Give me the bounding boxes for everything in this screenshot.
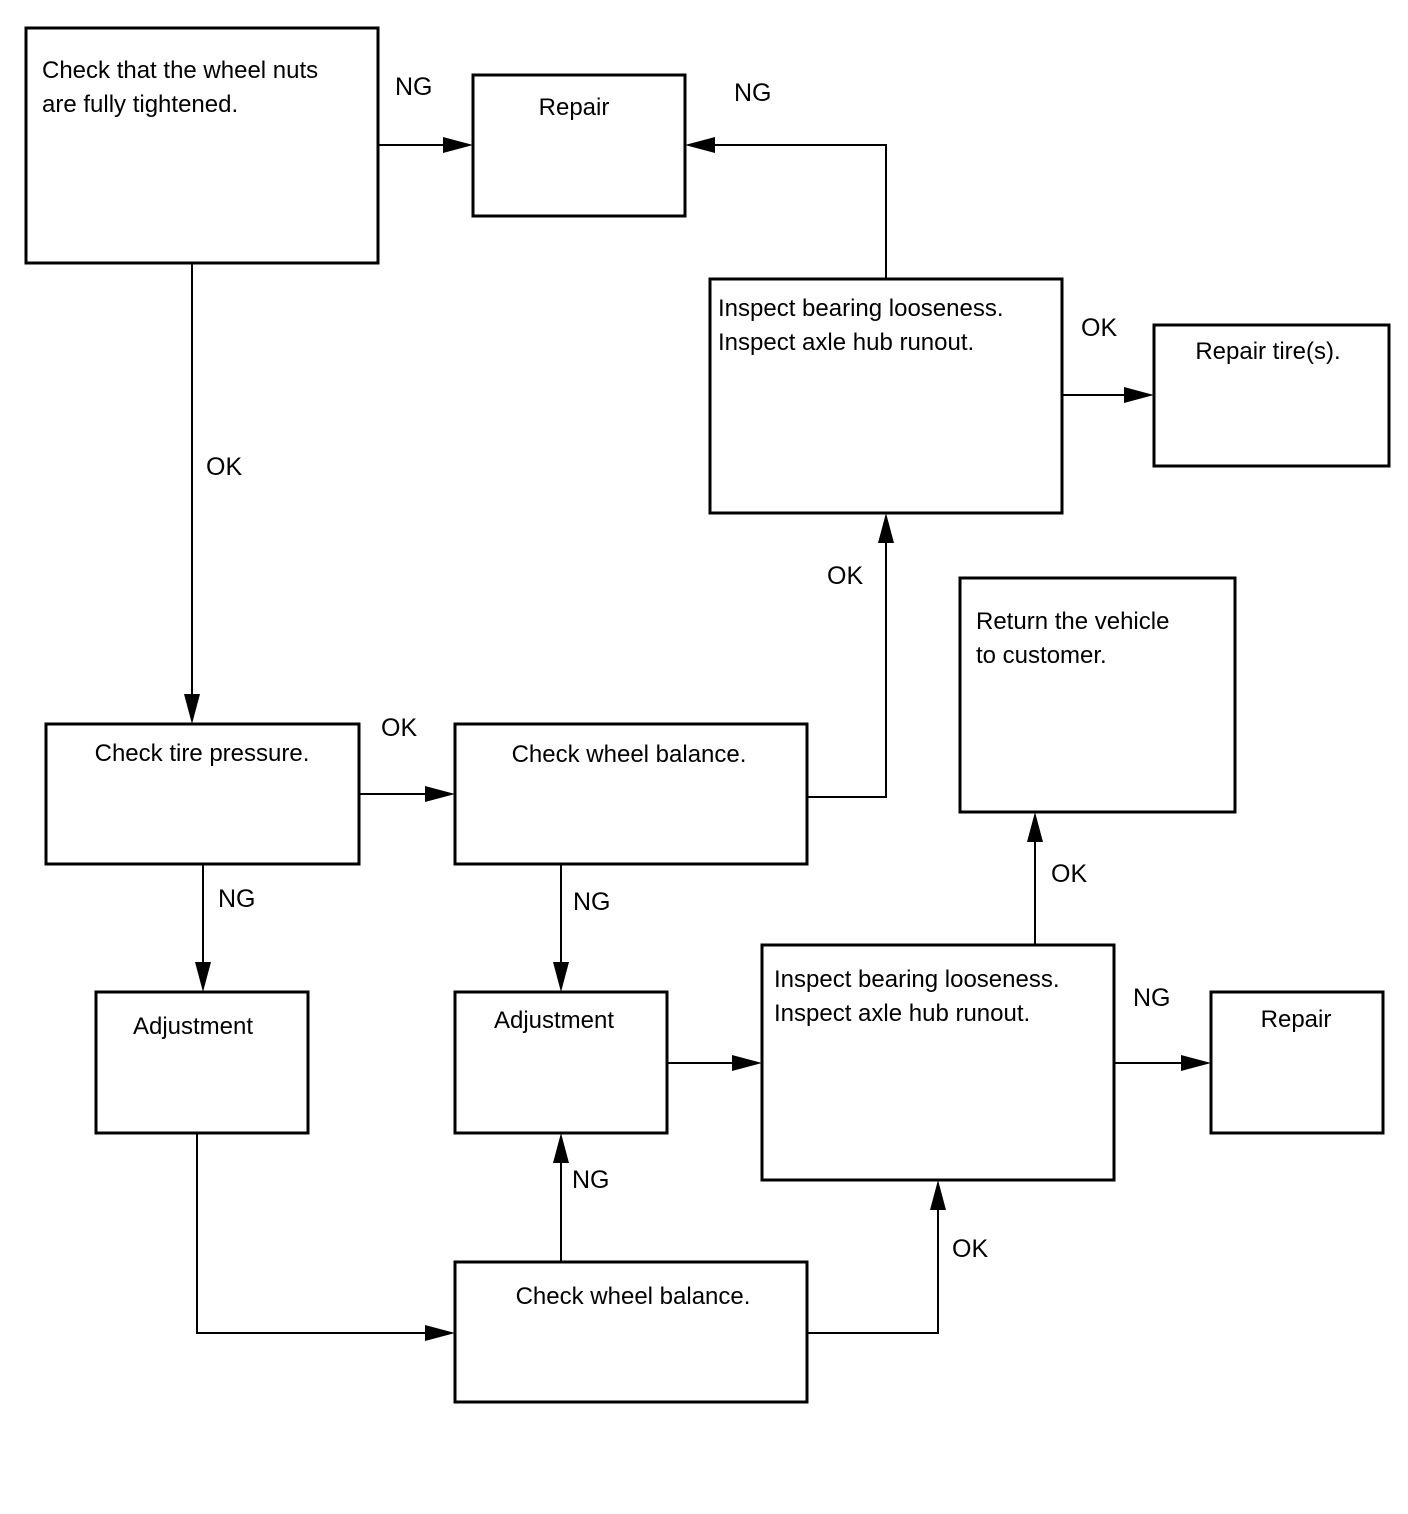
node-box xyxy=(94,990,310,1135)
connector-adjust-mid-to-inspect xyxy=(667,1055,762,1071)
node-text-line: Repair tire(s). xyxy=(1195,338,1340,365)
node-inspect-lower: Inspect bearing looseness. Inspect axle h… xyxy=(760,943,1116,1182)
connector-line xyxy=(807,543,887,798)
arrowhead xyxy=(425,1325,455,1341)
connector-inspect-upper-to-tires: OK xyxy=(1062,314,1154,403)
node-box xyxy=(453,990,669,1135)
node-check-balance-upper: Check wheel balance. xyxy=(453,722,809,866)
node-text-line: Adjustment xyxy=(494,1007,614,1034)
arrowhead xyxy=(685,137,715,153)
node-return-vehicle: Return the vehicle to customer. xyxy=(958,576,1237,814)
arrowhead xyxy=(443,137,473,153)
node-text-line: Inspect bearing looseness. xyxy=(774,966,1060,993)
node-text-line: are fully tightened. xyxy=(42,91,238,118)
connector-inspect-lower-to-return: OK xyxy=(1027,812,1087,945)
arrowhead xyxy=(184,694,200,724)
connector-line xyxy=(807,1210,939,1334)
connector-pressure-to-adjust: NG xyxy=(195,864,256,992)
node-repair-tires: Repair tire(s). xyxy=(1152,323,1391,468)
node-text-line: to customer. xyxy=(976,642,1107,669)
edge-label-ok: OK xyxy=(1081,314,1117,342)
node-repair-top: Repair xyxy=(471,73,687,218)
node-box xyxy=(1209,990,1385,1135)
connector-line xyxy=(196,1133,425,1334)
edge-label-ng: NG xyxy=(572,1166,610,1194)
node-text-line: Inspect axle hub runout. xyxy=(774,1000,1030,1027)
edge-label-ok: OK xyxy=(381,714,417,742)
arrowhead xyxy=(195,962,211,992)
node-text-line: Check tire pressure. xyxy=(95,740,310,767)
node-text-line: Repair xyxy=(1261,1006,1332,1033)
connector-balance-upper-to-inspect: OK xyxy=(807,513,894,798)
connector-nuts-to-repair: NG xyxy=(378,73,473,153)
node-text-line: Check wheel balance. xyxy=(512,741,747,768)
node-box xyxy=(471,73,687,218)
arrowhead xyxy=(930,1180,946,1210)
edge-label-ng: NG xyxy=(218,885,256,913)
node-box xyxy=(44,722,361,866)
arrowhead xyxy=(1124,387,1154,403)
node-repair-right: Repair xyxy=(1209,990,1385,1135)
edge-label-ok: OK xyxy=(827,562,863,590)
node-text-line: Adjustment xyxy=(133,1013,253,1040)
connector-balance-lower-to-inspect: OK xyxy=(807,1180,988,1334)
node-text-line: Check wheel balance. xyxy=(516,1283,751,1310)
node-check-balance-lower: Check wheel balance. xyxy=(453,1260,809,1404)
connector-pressure-to-balance: OK xyxy=(359,714,455,802)
node-box xyxy=(760,943,1116,1182)
node-adjustment-left: Adjustment xyxy=(94,990,310,1135)
edge-label-ok: OK xyxy=(206,453,242,481)
connector-balance-upper-to-adjust: NG xyxy=(553,864,611,992)
node-text-line: Return the vehicle xyxy=(976,608,1169,635)
connector-adjust-left-to-balance xyxy=(196,1133,455,1341)
node-text-line: Repair xyxy=(539,94,610,121)
arrowhead xyxy=(553,962,569,992)
arrowhead xyxy=(553,1133,569,1163)
arrowhead xyxy=(1027,812,1043,842)
node-box xyxy=(708,277,1064,515)
node-box xyxy=(24,26,380,265)
edge-label-ok: OK xyxy=(1051,860,1087,888)
node-box xyxy=(958,576,1237,814)
arrowhead xyxy=(878,513,894,543)
node-inspect-upper: Inspect bearing looseness. Inspect axle h… xyxy=(708,277,1064,515)
node-check-nuts: Check that the wheel nuts are fully tight… xyxy=(24,26,380,265)
node-box xyxy=(1152,323,1391,468)
arrowhead xyxy=(732,1055,762,1071)
edge-label-ok: OK xyxy=(952,1235,988,1263)
node-text-line: Inspect bearing looseness. xyxy=(718,295,1004,322)
connector-line xyxy=(715,144,887,279)
node-box xyxy=(453,722,809,866)
edge-label-ng: NG xyxy=(1133,984,1171,1012)
arrowhead xyxy=(425,786,455,802)
node-text-line: Inspect axle hub runout. xyxy=(718,329,974,356)
connector-inspect-lower-to-repair: NG xyxy=(1114,984,1211,1071)
node-check-pressure: Check tire pressure. xyxy=(44,722,361,866)
edge-label-ng: NG xyxy=(395,73,433,101)
connector-inspect-upper-to-repair: NG xyxy=(685,79,887,279)
node-box xyxy=(453,1260,809,1404)
node-adjustment-mid: Adjustment xyxy=(453,990,669,1135)
connector-balance-lower-to-adjust: NG xyxy=(553,1133,610,1262)
node-text-line: Check that the wheel nuts xyxy=(42,57,318,84)
connector-nuts-to-pressure: OK xyxy=(184,263,242,724)
arrowhead xyxy=(1181,1055,1211,1071)
edge-label-ng: NG xyxy=(734,79,772,107)
edge-label-ng: NG xyxy=(573,888,611,916)
